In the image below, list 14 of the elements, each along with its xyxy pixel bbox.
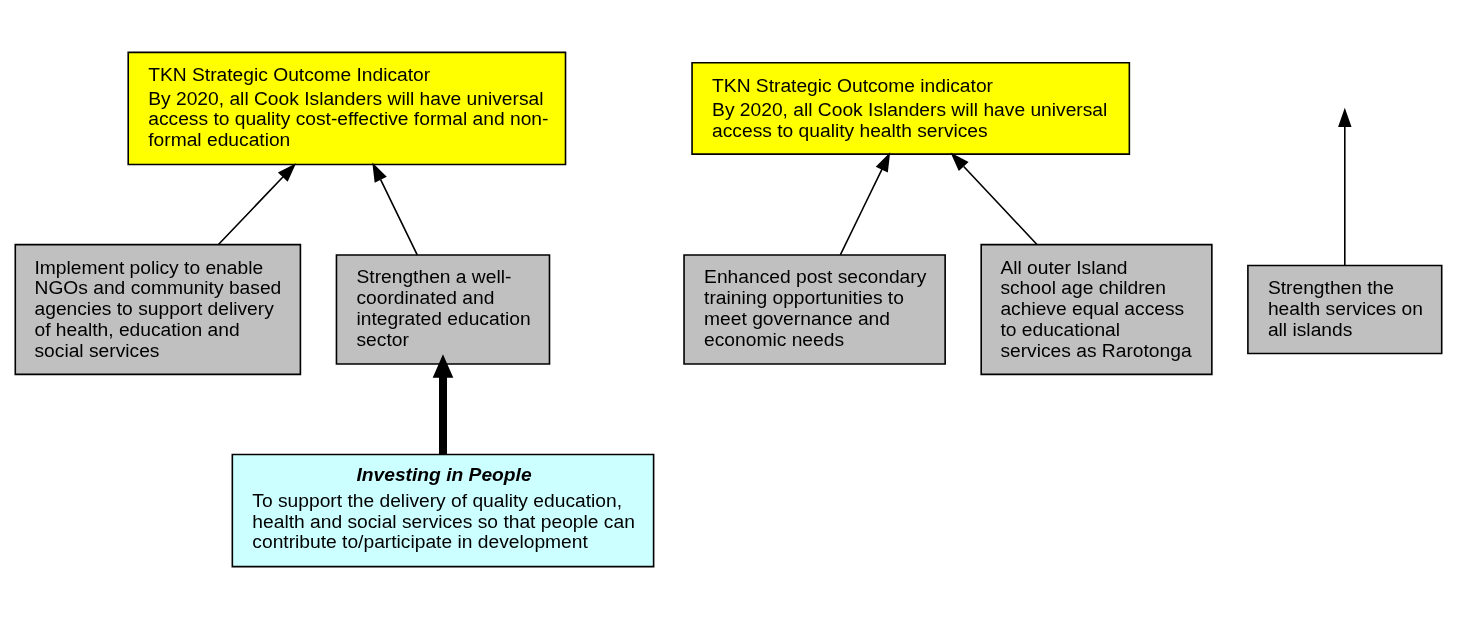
arrow (217, 163, 297, 245)
arrow (372, 162, 419, 256)
node-box: Implement policy to enable NGOs and community based agencies to support delivery of health, education and social services (14, 243, 302, 376)
arrow (432, 354, 454, 455)
node-box: Strengthen the health services on all islands (1247, 264, 1443, 355)
arrow (950, 152, 1038, 245)
node-box: Strengthen a well-coordinated and integrated education sector (335, 254, 551, 365)
node-box: Investing in People To support the delivery of quality education, health and social services so that people can contribute to/participate in development (231, 453, 655, 568)
node-box: Enhanced post secondary training opportunities to meet governance and economic needs (683, 254, 946, 365)
arrow (839, 152, 891, 256)
arrow (1338, 107, 1352, 266)
node-box: TKN Strategic Outcome Indicator By 2020, all Cook Islanders will have universal access to quality cost-effective formal and non-formal education (127, 51, 567, 166)
node-box: All outer Island school age children achieve equal access to educational services as Rarotonga (980, 243, 1213, 376)
node-box: TKN Strategic Outcome indicator By 2020, all Cook Islanders will have universal access to quality health services (691, 62, 1131, 155)
